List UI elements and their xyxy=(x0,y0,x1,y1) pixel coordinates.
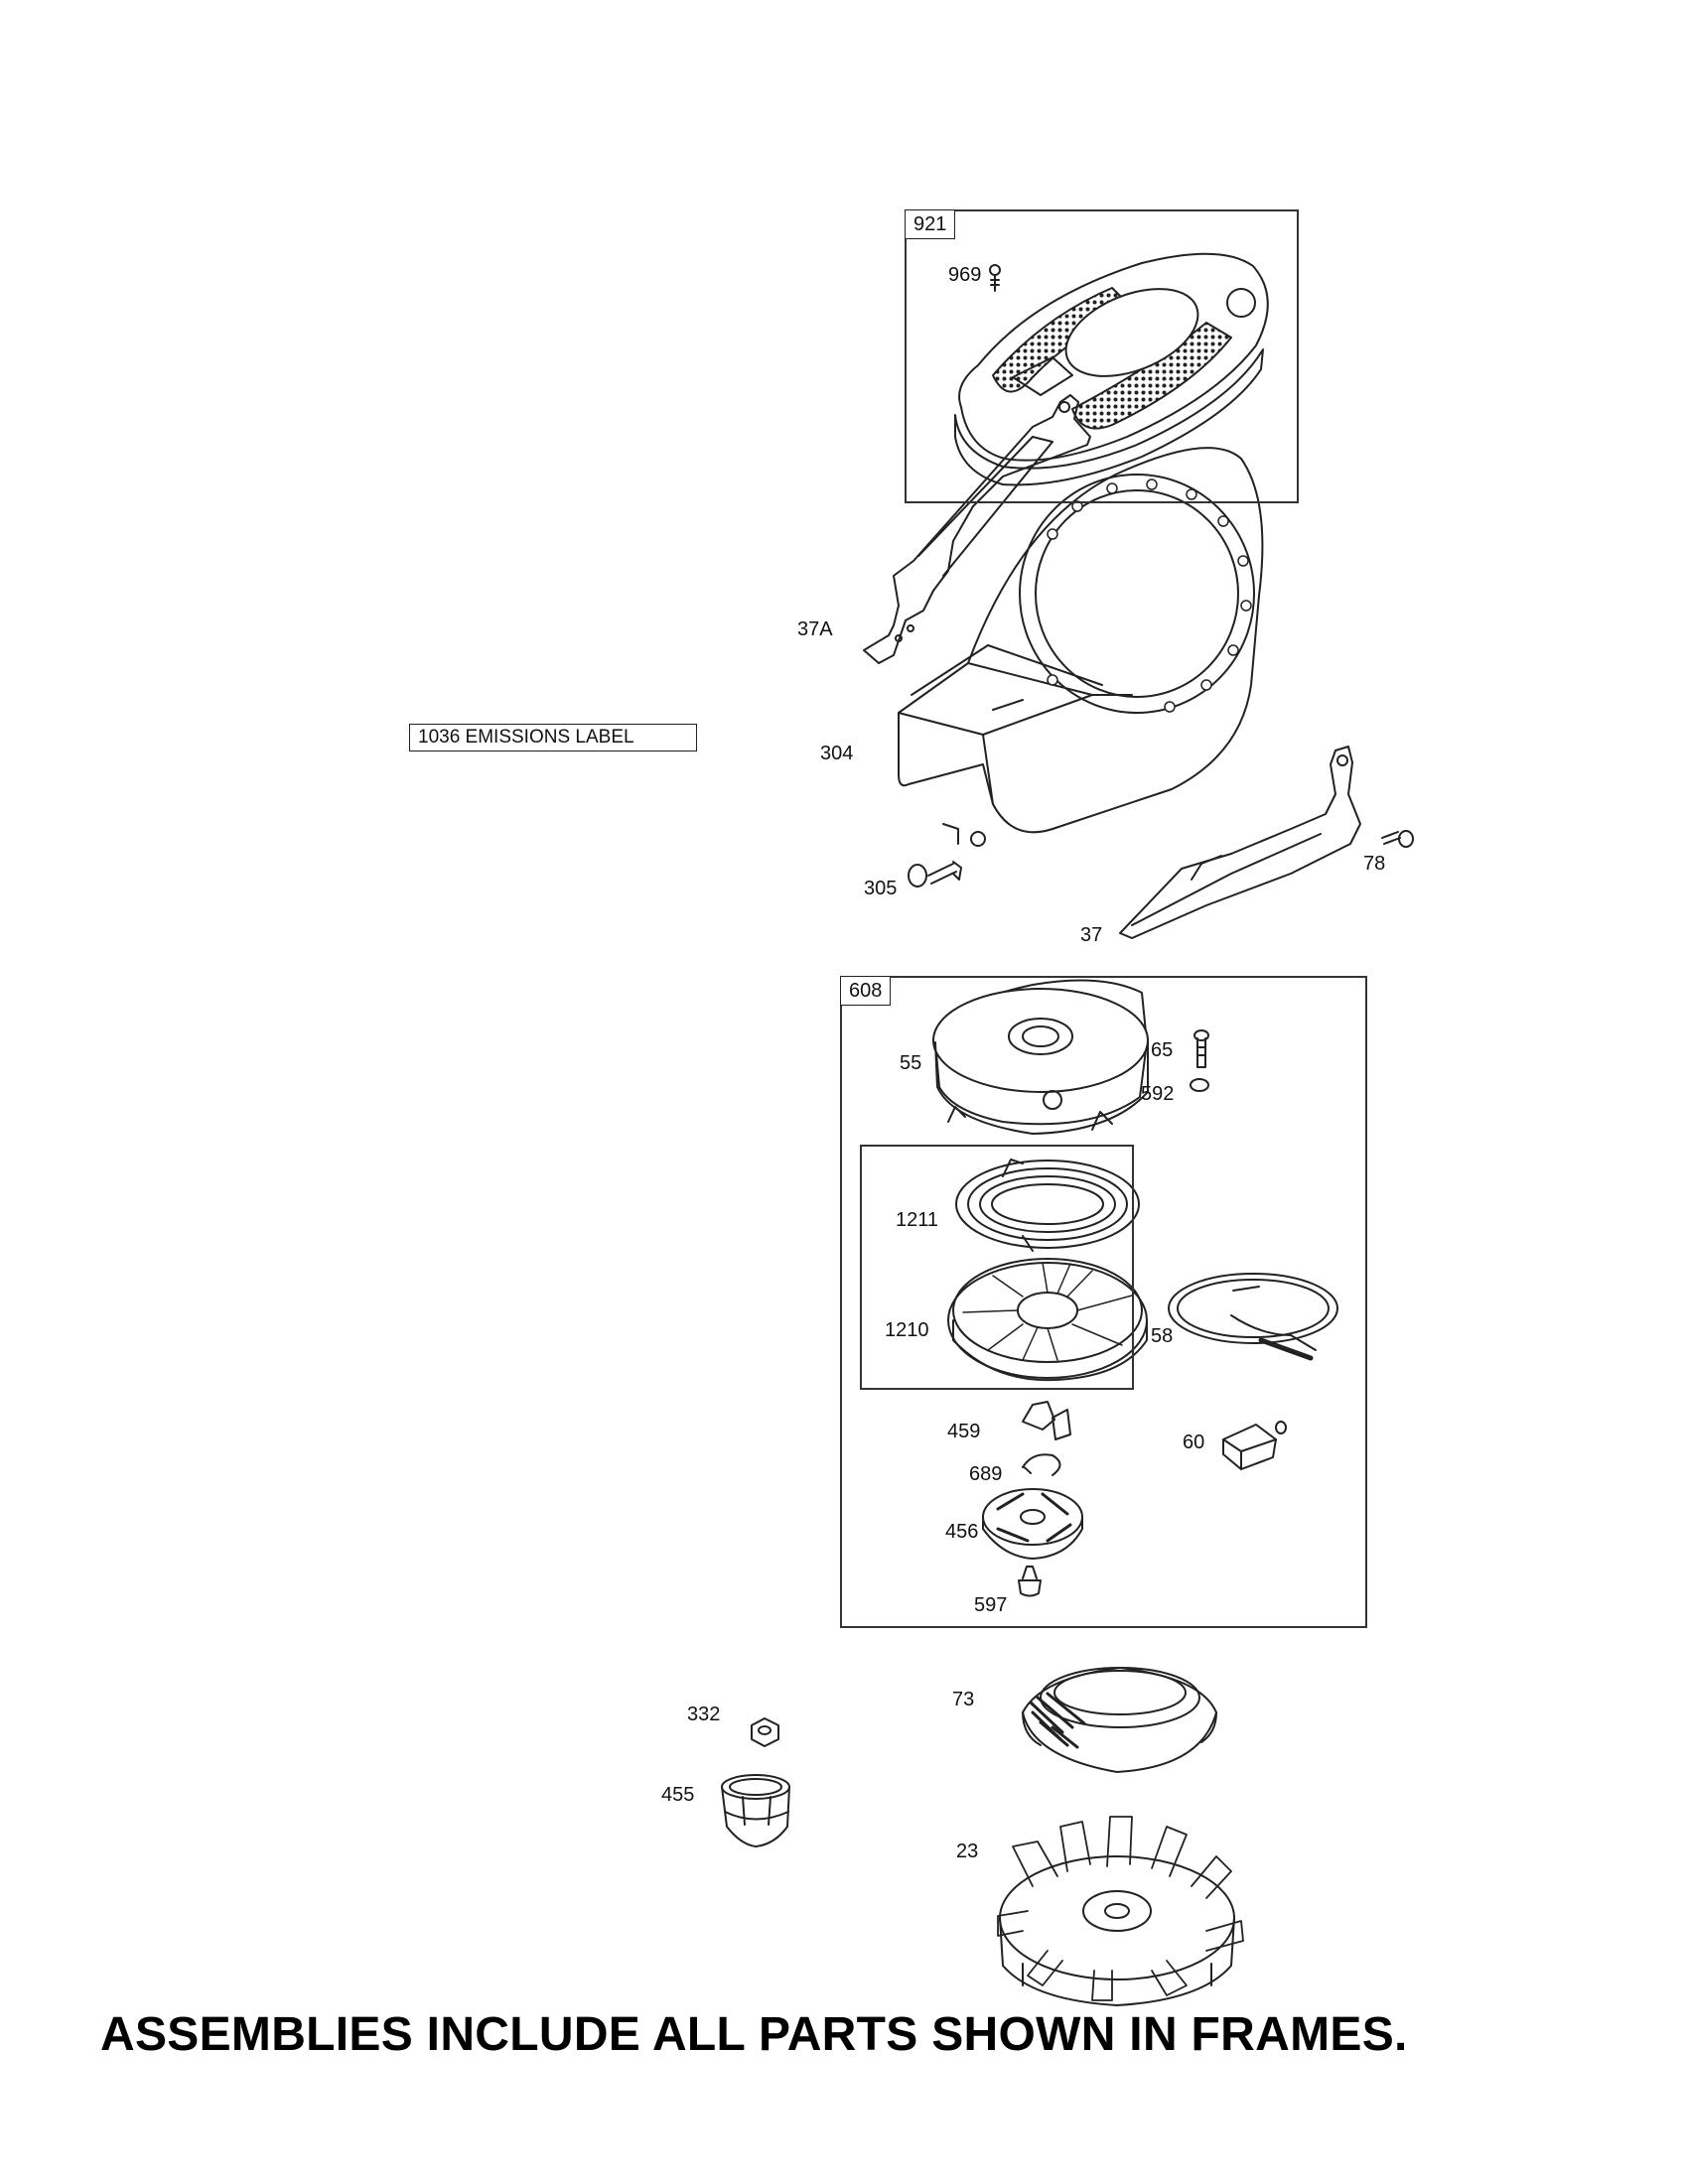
part-number-1210: 1210 xyxy=(885,1319,929,1341)
spring-1211-drawing xyxy=(955,1159,1140,1252)
emissions-label-box: 1036 EMISSIONS LABEL xyxy=(409,724,697,751)
part-number-37: 37 xyxy=(1080,924,1103,946)
screw-78-drawing xyxy=(1381,830,1414,848)
cover-921-drawing xyxy=(954,252,1269,486)
rope-58-drawing xyxy=(1168,1273,1338,1361)
handle-60-drawing xyxy=(1222,1421,1287,1470)
part-number-455: 455 xyxy=(661,1784,695,1806)
part-number-37A: 37A xyxy=(797,618,833,640)
part-number-304: 304 xyxy=(820,743,854,764)
ratchet-456-drawing xyxy=(982,1488,1083,1560)
part-number-332: 332 xyxy=(687,1704,721,1725)
assembly-frame-921 xyxy=(905,209,1299,503)
assembly-frame-921-number: 921 xyxy=(905,209,956,239)
screw-65-drawing xyxy=(1193,1029,1209,1068)
part-number-60: 60 xyxy=(1183,1432,1205,1453)
air-guide-37A-drawing xyxy=(863,394,1091,664)
part-number-689: 689 xyxy=(969,1463,1003,1485)
assembly-frame-608 xyxy=(840,976,1367,1628)
nut-332-drawing xyxy=(751,1717,779,1747)
screen-73-drawing xyxy=(1022,1667,1217,1773)
part-number-65: 65 xyxy=(1151,1039,1174,1061)
screw-969-drawing xyxy=(989,264,1001,292)
sub-assembly-frame xyxy=(860,1145,1134,1390)
cup-455-drawing xyxy=(721,1774,790,1847)
part-number-58: 58 xyxy=(1151,1325,1174,1347)
bolt-305-drawing xyxy=(908,861,962,887)
part-number-597: 597 xyxy=(974,1594,1008,1616)
flywheel-23-drawing xyxy=(997,1816,1244,2006)
retainer-689-drawing xyxy=(1022,1453,1061,1476)
screw-597-drawing xyxy=(1018,1566,1042,1597)
part-number-73: 73 xyxy=(952,1689,975,1710)
assemblies-note: ASSEMBLIES INCLUDE ALL PARTS SHOWN IN FR… xyxy=(100,2008,1408,2061)
washer-592-drawing xyxy=(1190,1078,1209,1092)
part-number-55: 55 xyxy=(900,1052,922,1074)
part-number-1211: 1211 xyxy=(896,1209,939,1231)
part-number-23: 23 xyxy=(956,1841,979,1862)
starter-housing-55-drawing xyxy=(932,979,1149,1135)
air-guide-37-drawing xyxy=(1119,746,1361,939)
part-number-456: 456 xyxy=(945,1521,979,1543)
part-number-459: 459 xyxy=(947,1421,981,1442)
assembly-frame-608-number: 608 xyxy=(840,976,892,1006)
blower-housing-304-drawing xyxy=(898,447,1264,847)
part-number-305: 305 xyxy=(864,878,898,899)
part-number-78: 78 xyxy=(1363,853,1386,875)
part-number-592: 592 xyxy=(1141,1083,1175,1105)
part-number-969: 969 xyxy=(948,264,982,286)
pawl-459-drawing xyxy=(1022,1401,1071,1440)
